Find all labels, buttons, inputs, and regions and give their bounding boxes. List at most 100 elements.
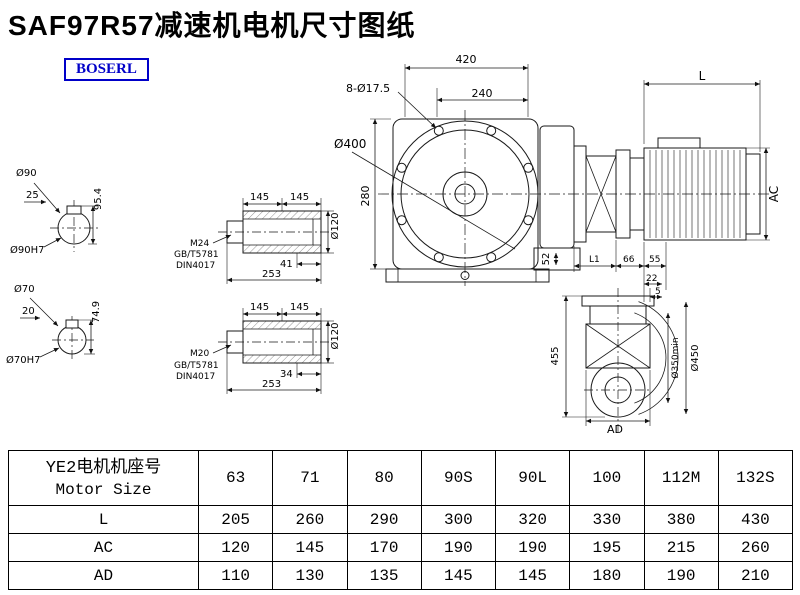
dim-label: Ø120: [329, 323, 341, 350]
dim-label: 145: [290, 192, 309, 203]
dim-label: Ø350min: [670, 337, 681, 378]
dim-label: 145: [250, 192, 269, 203]
size-header-cell: 100: [569, 450, 645, 506]
dim-label: 280: [359, 186, 372, 207]
size-header-cell: 90L: [494, 450, 571, 506]
value-cell: 260: [272, 505, 348, 534]
motor-fins: [649, 150, 741, 238]
value-cell: 205: [197, 505, 274, 534]
row-label-cell: AD: [8, 561, 199, 590]
terminal-box: [657, 137, 701, 149]
output-bore-outer: [590, 362, 646, 418]
value-cell: 300: [420, 505, 497, 534]
fan-cover: [745, 153, 761, 235]
size-header-cell: 112M: [643, 450, 719, 506]
motor-size-header-en: Motor Size: [55, 481, 152, 500]
page-title: SAF97R57减速机电机尺寸图纸: [8, 10, 416, 41]
value-cell: 380: [643, 505, 719, 534]
leader-line: [212, 344, 232, 354]
dim-label: 74.9: [91, 301, 102, 323]
dim-label: Ø70H7: [6, 354, 40, 366]
dim-label: 52: [541, 253, 552, 266]
thread-stub: [226, 220, 244, 244]
view-hollow-shaft-bottom: 145 145 Ø120 M20 GB/T5781 DIN4017 34 253: [174, 302, 341, 394]
shaft-boss-circle: [442, 171, 488, 217]
thread-label: M24: [190, 239, 209, 249]
section-hatch: [243, 211, 321, 219]
dim-label: 420: [456, 53, 477, 66]
dim-label: Ø450: [689, 345, 701, 372]
shaft-bore-circle: [454, 183, 476, 205]
output-bore-inner: [604, 376, 632, 404]
leader-line: [397, 91, 437, 129]
leader-line: [33, 182, 61, 214]
dim-label: AD: [607, 423, 623, 436]
table-row-AD: AD 110 130 135 145 145 180 190 210: [8, 561, 794, 590]
dim-label: 240: [472, 87, 493, 100]
dim-label: 25: [26, 190, 39, 201]
view-gearbox-front: 420 8-Ø17.5 240 Ø400 280: [334, 53, 772, 286]
value-cell: 190: [494, 533, 571, 562]
standard-label: DIN4017: [176, 372, 215, 382]
size-header-cell: 90S: [420, 450, 497, 506]
view-hollow-shaft-top: 145 145 Ø120 M24 GB/T5781 DIN4017 41 253: [174, 192, 341, 284]
keyway: [65, 319, 79, 329]
dim-label: 95.4: [93, 188, 104, 210]
value-cell: 120: [197, 533, 274, 562]
value-cell: 190: [643, 561, 719, 590]
size-header-cell: 132S: [717, 450, 794, 506]
motor-dimension-table: YE2电机机座号 Motor Size 63 71 80 90S 90L 100…: [8, 450, 794, 590]
dim-label: 22: [646, 274, 657, 284]
table-row-AC: AC 120 145 170 190 190 195 215 260: [8, 533, 794, 562]
section-hatch: [243, 355, 321, 363]
thread-label: M20: [190, 349, 209, 359]
dim-label: Ø120: [329, 213, 341, 240]
value-cell: 430: [717, 505, 794, 534]
dim-label: 253: [262, 379, 281, 390]
row-label-cell: AC: [8, 533, 199, 562]
motor-size-header-cn: YE2电机机座号: [45, 458, 162, 478]
gearbox-side: [539, 125, 575, 249]
flange-inner-circle: [400, 129, 530, 259]
standard-label: GB/T5781: [174, 250, 219, 260]
dim-label: 253: [262, 269, 281, 280]
dim-label: AC: [767, 186, 781, 202]
dim-label: 455: [550, 346, 561, 365]
value-cell: 135: [346, 561, 422, 590]
dim-label: Ø90H7: [10, 244, 44, 256]
leader-line: [351, 151, 516, 250]
section-hatch: [243, 321, 321, 329]
value-cell: 130: [272, 561, 348, 590]
value-cell: 170: [346, 533, 422, 562]
value-cell: 320: [494, 505, 571, 534]
bolt-holes: [396, 125, 534, 263]
dim-label: 66: [623, 255, 635, 265]
leader-line: [29, 297, 59, 327]
technical-drawing: Ø90 25 95.4 Ø90H7 Ø70: [6, 53, 781, 436]
dim-label: L: [699, 69, 706, 83]
value-cell: 145: [420, 561, 497, 590]
table-header-row: YE2电机机座号 Motor Size 63 71 80 90S 90L 100…: [8, 450, 794, 506]
value-cell: 260: [717, 533, 794, 562]
body: [585, 323, 651, 369]
size-header-cell: 63: [197, 450, 274, 506]
dim-label: 8-Ø17.5: [346, 82, 390, 95]
leader-line: [43, 237, 62, 248]
section-hatch: [243, 245, 321, 253]
body-cross: [585, 323, 651, 369]
flange-arc-450: [638, 301, 679, 415]
dim-label: 55: [649, 255, 660, 265]
table-row-L: L 205 260 290 300 320 330 380 430: [8, 505, 794, 534]
view-motor-side: 52 L AC L1 66 55 22 5: [533, 69, 781, 302]
row-label-cell: L: [8, 505, 199, 534]
standard-label: GB/T5781: [174, 361, 219, 371]
flange-outer-circle: [391, 120, 539, 268]
value-cell: 110: [197, 561, 274, 590]
value-cell: 180: [569, 561, 645, 590]
dim-label: 34: [280, 369, 293, 380]
dim-label: 20: [22, 306, 35, 317]
base-plate: [385, 268, 550, 283]
dim-label: Ø90: [16, 167, 37, 179]
size-header-cell: 71: [272, 450, 348, 506]
